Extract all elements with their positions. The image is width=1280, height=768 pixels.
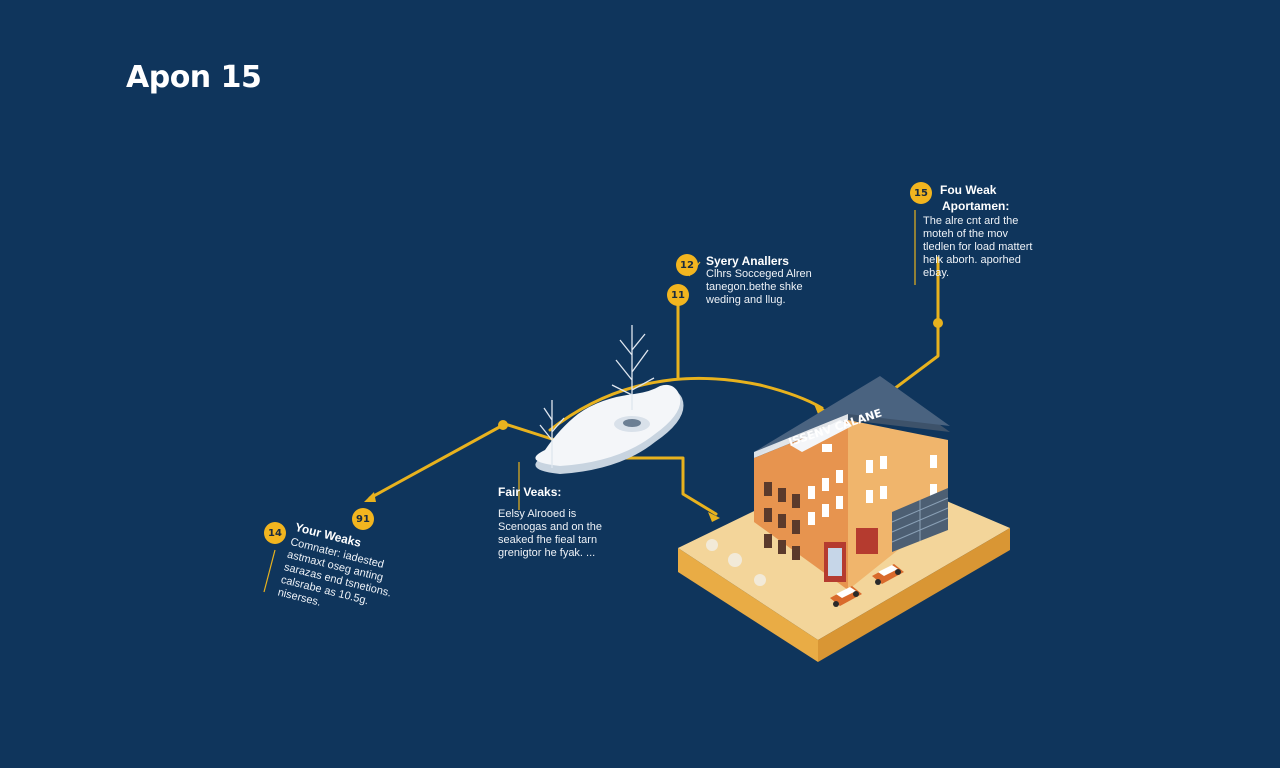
- leader-left: [263, 549, 276, 593]
- callout-top-right-text: The alre cnt ard the moteh of the mov tl…: [923, 215, 1033, 279]
- car-2: [872, 564, 904, 585]
- arrow-ground: [708, 512, 720, 522]
- callout-center-text: Eelsy Alrooed is Scenogas and on the sea…: [498, 508, 602, 559]
- cars: [830, 564, 904, 607]
- callout-top-right-subheading: Aportamen:: [942, 199, 1010, 213]
- connector-top-right: [888, 256, 940, 394]
- callout-top-center-heading: Syery Anallers: [706, 254, 789, 268]
- badge-top-center-line: 11: [667, 284, 689, 306]
- badge-top-center: 12: [676, 254, 698, 276]
- car-1: [830, 586, 862, 607]
- connector-dot-right: [933, 318, 943, 328]
- arrow-left: [364, 492, 376, 502]
- connector-arc: [548, 376, 824, 432]
- bare-trees: [539, 325, 655, 468]
- callout-top-right-heading: Fou Weak: [940, 183, 997, 197]
- apartment-building: ISSENV CALANE: [754, 376, 950, 590]
- connector-center-down: [623, 456, 718, 516]
- badge-left-line: 91: [352, 508, 374, 530]
- page-title: Apon 15: [126, 60, 262, 95]
- badge-left: 14: [264, 522, 286, 544]
- callout-center-heading: Fair Veaks:: [498, 485, 562, 499]
- snow-plaza: [535, 384, 684, 474]
- callout-top-center-text: Clhrs Socceged Alren tanegon.bethe shke …: [706, 268, 812, 306]
- badge-top-right: 15: [910, 182, 932, 204]
- connector-dot-left: [498, 420, 508, 430]
